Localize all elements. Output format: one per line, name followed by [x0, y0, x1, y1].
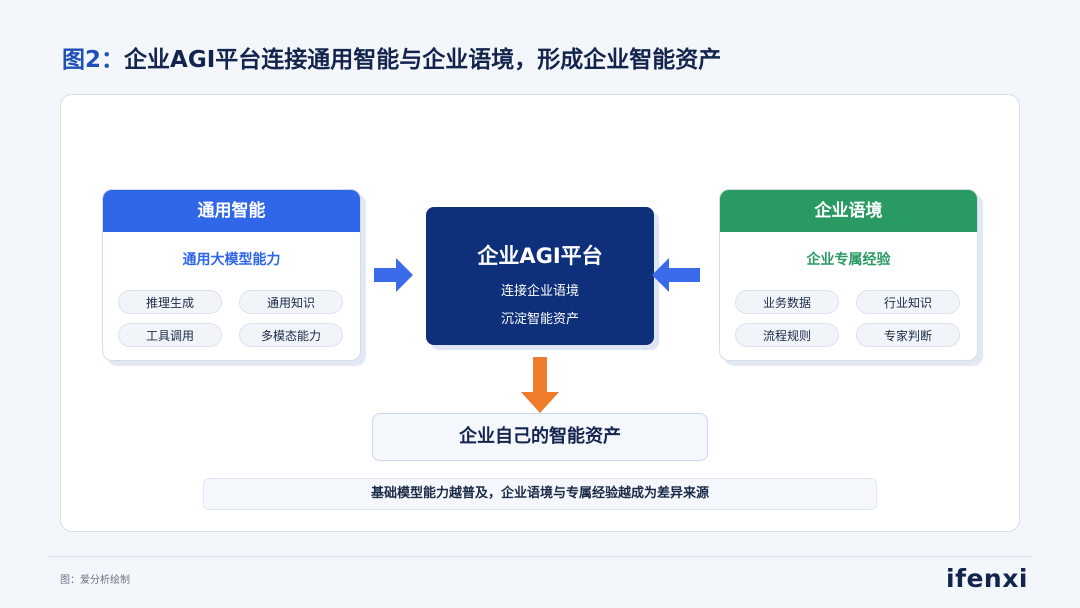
figure-number: 图2：	[62, 47, 125, 73]
title-text: 企业AGI平台连接通用智能与企业语境，形成企业智能资产	[124, 47, 722, 73]
ifenxi-logo: ifenxi	[946, 564, 1028, 593]
platform-line-accumulate: 沉淀智能资产	[500, 312, 579, 327]
platform-title: 企业AGI平台	[477, 244, 603, 268]
enterprise-context-subtitle: 企业专属经验	[806, 252, 891, 268]
platform-line-connect: 连接企业语境	[500, 284, 579, 299]
source-note: 图：爱分析绘制	[60, 575, 130, 586]
enterprise-tag: 行业知识	[856, 290, 960, 314]
enterprise-context-header: 企业语境	[720, 190, 977, 232]
left-arrow-icon	[652, 258, 700, 292]
right-arrow-icon	[374, 258, 413, 292]
general-tag: 推理生成	[118, 290, 222, 314]
summary-bar: 基础模型能力越普及，企业语境与专属经验越成为差异来源	[203, 478, 877, 510]
enterprise-asset-box: 企业自己的智能资产	[372, 413, 708, 461]
footer-divider	[48, 556, 1032, 557]
down-arrow-icon	[521, 357, 559, 413]
enterprise-context-card: 企业语境 企业专属经验 业务数据 行业知识 流程规则 专家判断	[719, 189, 978, 361]
page-title: 图2：企业AGI平台连接通用智能与企业语境，形成企业智能资产	[62, 40, 721, 74]
enterprise-tag: 流程规则	[735, 323, 839, 347]
agi-platform-box: 企业AGI平台 连接企业语境 沉淀智能资产	[426, 207, 654, 345]
enterprise-tag: 专家判断	[856, 323, 960, 347]
general-intelligence-header: 通用智能	[103, 190, 360, 232]
enterprise-tag: 业务数据	[735, 290, 839, 314]
general-tag: 通用知识	[239, 290, 343, 314]
general-intelligence-subtitle: 通用大模型能力	[182, 252, 281, 268]
general-tag: 多模态能力	[239, 323, 343, 347]
general-tag: 工具调用	[118, 323, 222, 347]
general-intelligence-card: 通用智能 通用大模型能力 推理生成 通用知识 工具调用 多模态能力	[102, 189, 361, 361]
